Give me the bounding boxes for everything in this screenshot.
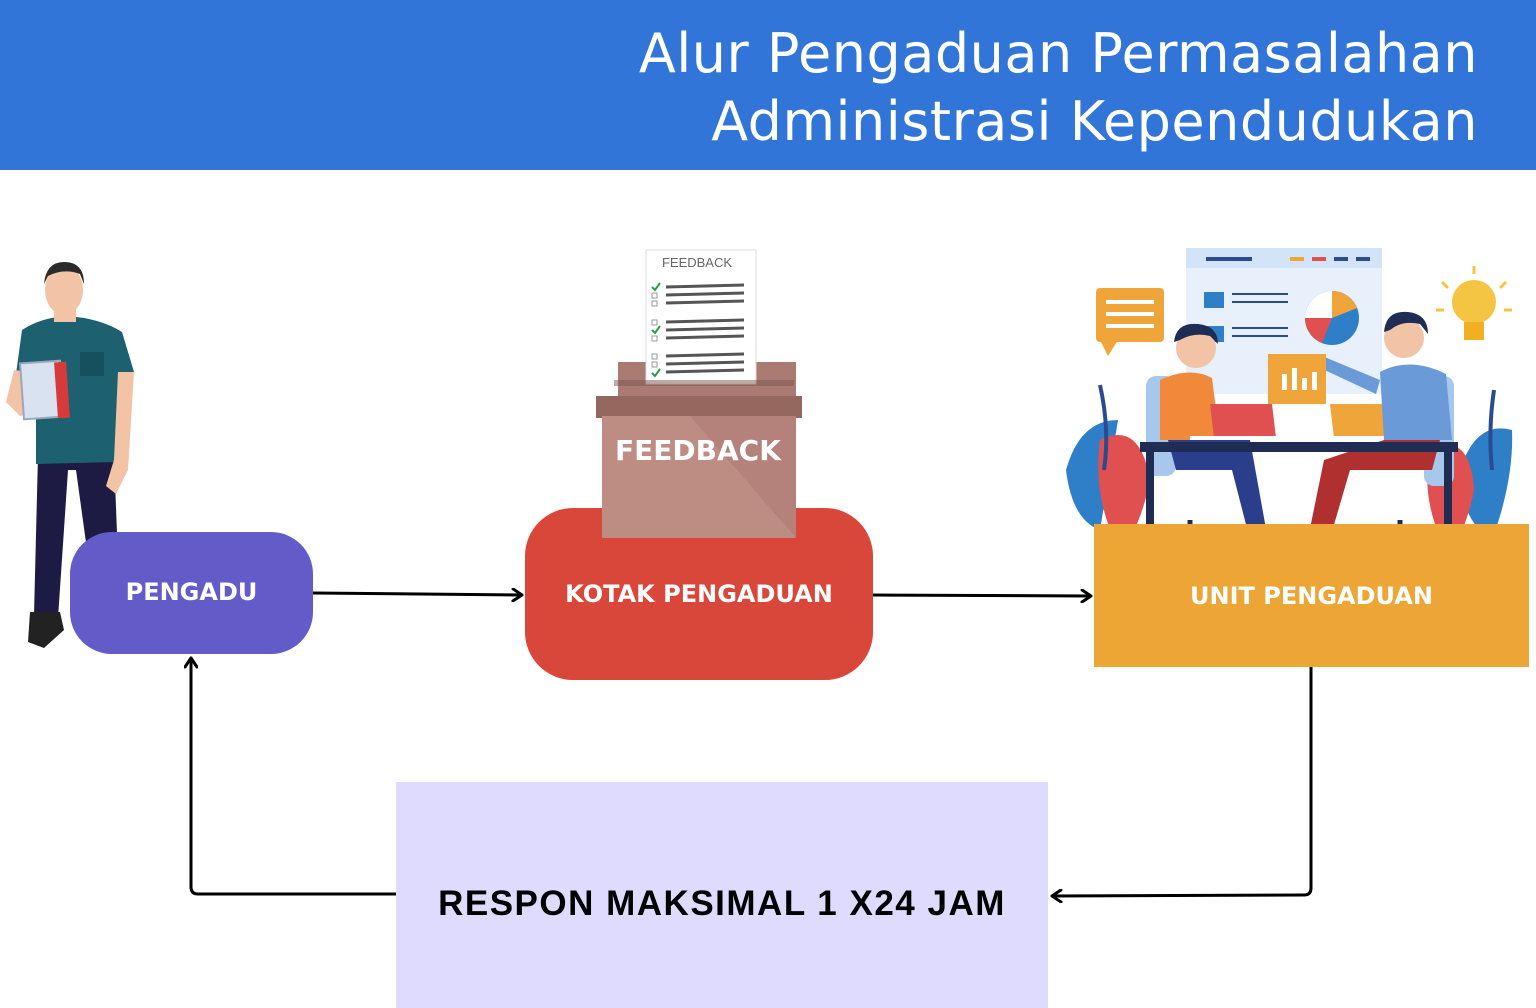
kotak-pengaduan-label: KOTAK PENGADUAN xyxy=(565,580,833,608)
pengadu-label: PENGADU xyxy=(125,578,258,606)
feedback-box-front xyxy=(602,416,796,538)
pengadu-node xyxy=(70,532,313,654)
arrow-unit-to-respon xyxy=(1052,667,1313,896)
kotak-pengaduan-node xyxy=(525,508,873,680)
header-banner: Alur Pengaduan Permasalahan Administrasi… xyxy=(0,0,1536,170)
respon-box: RESPON MAKSIMAL 1 X24 JAM xyxy=(396,782,1048,1008)
arrow-respon-to-pengadu xyxy=(191,658,396,896)
respon-label: RESPON MAKSIMAL 1 X24 JAM xyxy=(438,884,1006,923)
arrow-kotak-to-unit xyxy=(872,595,1091,596)
unit-pengaduan-label: UNIT PENGADUAN xyxy=(1190,582,1433,610)
feedback-box-label: FEEDBACK xyxy=(615,434,781,467)
feedback-paper-title: FEEDBACK xyxy=(661,255,733,270)
page-title-line-1: Alur Pengaduan Permasalahan xyxy=(638,22,1478,85)
arrow-pengadu-to-kotak xyxy=(312,593,522,595)
unit-pengaduan-node xyxy=(1094,524,1529,667)
page-title-line-2: Administrasi Kependudukan xyxy=(711,90,1478,153)
